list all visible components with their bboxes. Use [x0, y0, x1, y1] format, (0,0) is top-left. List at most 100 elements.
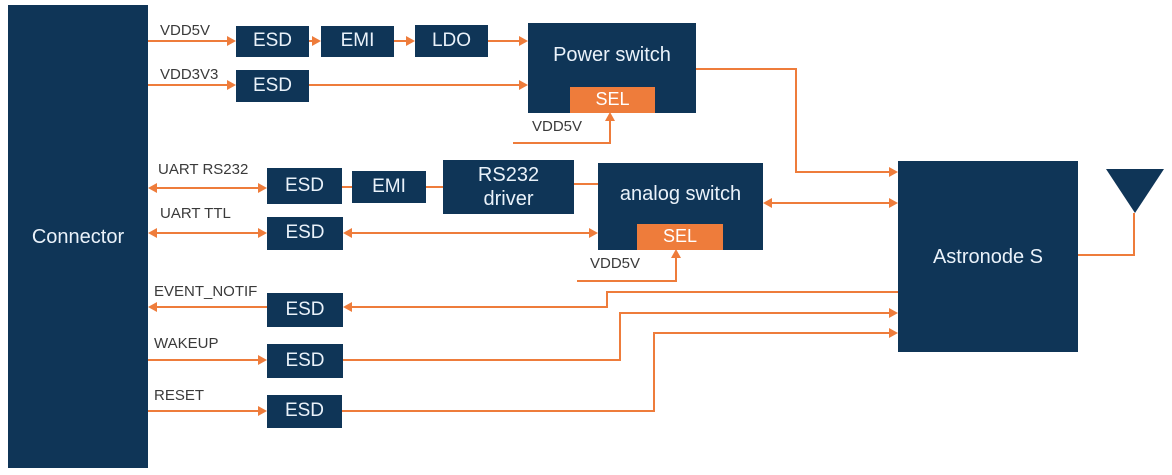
arrowhead-uart-rs232-into-connector	[148, 183, 157, 193]
arrowhead-vdd5v-into-emi	[312, 36, 321, 46]
esd-label: ESD	[284, 400, 325, 422]
arrowhead-vdd5v-into-esd	[227, 36, 236, 46]
signal-label-wakeup: WAKEUP	[154, 335, 219, 352]
signal-label-vdd5v: VDD5V	[160, 22, 211, 39]
power-switch-block: Power switch SEL	[528, 23, 696, 113]
esd-block-uart-rs232: ESD	[267, 168, 342, 204]
wire-uart-ttl-connector-esd	[157, 232, 259, 234]
esd-block-reset: ESD	[267, 395, 342, 428]
arrowhead-into-analog-sel	[671, 249, 681, 258]
sel-label: SEL	[595, 89, 630, 110]
wire-vdd5v-emi-ldo	[394, 40, 406, 42]
arrowhead-vdd5v-into-power-switch	[519, 36, 528, 46]
wire-reset-to-astronode	[653, 332, 889, 334]
wire-analog-sel-feed-horizontal	[577, 280, 677, 282]
esd-label: ESD	[252, 74, 293, 96]
arrowhead-event-notif-into-esd	[343, 302, 352, 312]
wire-power-sel-feed-vertical	[609, 120, 611, 144]
arrowhead-wakeup-into-esd	[258, 355, 267, 365]
signal-label-uart-ttl: UART TTL	[160, 205, 231, 222]
emi-label: EMI	[340, 30, 375, 52]
signal-label-power-sel-supply: VDD5V	[532, 118, 583, 135]
wire-antenna-feed-horizontal	[1078, 254, 1135, 256]
arrowhead-into-analog-switch	[763, 198, 772, 208]
wire-wakeup-vertical	[619, 313, 621, 361]
esd-label: ESD	[285, 349, 325, 371]
wire-vdd5v-ldo-power-switch	[488, 40, 519, 42]
analog-switch-block: analog switch SEL	[598, 163, 763, 250]
esd-block-wakeup: ESD	[267, 344, 343, 378]
esd-label: ESD	[285, 222, 325, 244]
esd-label: ESD	[285, 298, 325, 320]
rs232-driver-block: RS232 driver	[443, 160, 574, 214]
arrowhead-event-notif-into-connector	[148, 302, 157, 312]
wire-power-sel-feed-horizontal	[513, 142, 611, 144]
wire-event-notif-vertical	[606, 291, 608, 308]
wire-event-notif-to-esd	[352, 306, 607, 308]
wire-reset-esd-horizontal	[342, 410, 655, 412]
ldo-block: LDO	[415, 25, 488, 57]
wire-reset-vertical	[653, 333, 655, 412]
arrowhead-uart-ttl-into-esd-right	[343, 228, 352, 238]
wire-event-notif-esd-connector	[157, 306, 267, 308]
signal-label-reset: RESET	[154, 387, 205, 404]
sel-pin-analog-switch: SEL	[637, 224, 723, 250]
arrowhead-uart-ttl-into-analog-switch	[589, 228, 598, 238]
sel-label: SEL	[662, 226, 698, 247]
wire-reset-connector-esd	[148, 410, 258, 412]
wire-antenna-feed-vertical	[1133, 213, 1135, 256]
wire-event-notif-from-astronode	[607, 291, 898, 293]
wire-vdd5v-connector-esd	[148, 40, 227, 42]
wire-vdd3v3-connector-esd	[148, 84, 227, 86]
ldo-label: LDO	[431, 29, 472, 51]
astronode-s-block: Astronode S	[898, 161, 1078, 352]
connector-label: Connector	[31, 225, 125, 248]
emi-label: EMI	[372, 175, 406, 197]
wire-wakeup-connector-esd	[148, 359, 258, 361]
arrowhead-uart-ttl-into-esd	[258, 228, 267, 238]
signal-label-analog-sel-supply: VDD5V	[590, 255, 641, 272]
arrowhead-vdd3v3-into-power-switch	[519, 80, 528, 90]
wire-power-out-horizontal	[696, 68, 797, 70]
wire-uart-ttl-esd-analog-switch	[352, 232, 589, 234]
esd-block-vdd3v3: ESD	[236, 70, 309, 102]
wire-vdd5v-esd-emi	[309, 40, 313, 42]
esd-label: ESD	[252, 30, 293, 52]
emi-block-uart-rs232: EMI	[352, 171, 426, 203]
esd-block-uart-ttl: ESD	[267, 217, 343, 250]
rs232-driver-label-line1: RS232	[477, 164, 540, 186]
arrowhead-analog-into-astronode	[889, 198, 898, 208]
arrowhead-uart-ttl-into-connector	[148, 228, 157, 238]
connector-block: Connector	[8, 5, 148, 468]
wire-power-out-vertical	[795, 68, 797, 173]
emi-block-vdd5v: EMI	[321, 26, 394, 57]
wire-analog-sel-feed-vertical	[675, 256, 677, 282]
wire-wakeup-esd-horizontal	[343, 359, 621, 361]
rs232-driver-label-line2: driver	[483, 188, 534, 210]
arrowhead-wakeup-into-astronode	[889, 308, 898, 318]
arrowhead-vdd3v3-into-esd	[227, 80, 236, 90]
power-switch-label: Power switch	[553, 44, 671, 66]
signal-label-vdd3v3: VDD3V3	[160, 66, 219, 83]
wire-analog-switch-astronode	[772, 202, 889, 204]
arrowhead-reset-into-esd	[258, 406, 267, 416]
wire-uart-rs232-connector-esd	[157, 187, 259, 189]
wire-rs232-driver-analog-switch	[574, 183, 598, 185]
wire-vdd3v3-esd-power-switch	[309, 84, 519, 86]
arrowhead-into-power-sel	[605, 112, 615, 121]
esd-label: ESD	[284, 174, 325, 196]
wire-wakeup-to-astronode	[619, 312, 889, 314]
arrowhead-vdd5v-into-ldo	[406, 36, 415, 46]
wire-uart-rs232-esd-emi	[342, 186, 352, 188]
analog-switch-label: analog switch	[619, 182, 742, 205]
signal-label-event-notif: EVENT_NOTIF	[154, 283, 258, 300]
signal-label-uart-rs232: UART RS232	[158, 161, 249, 178]
sel-pin-power-switch: SEL	[570, 87, 655, 113]
wire-uart-rs232-emi-driver	[426, 186, 443, 188]
arrowhead-reset-into-astronode	[889, 328, 898, 338]
arrowhead-power-into-astronode	[889, 167, 898, 177]
wire-power-out-to-astronode	[796, 171, 889, 173]
arrowhead-uart-rs232-into-esd	[258, 183, 267, 193]
astronode-s-label: Astronode S	[932, 245, 1044, 268]
